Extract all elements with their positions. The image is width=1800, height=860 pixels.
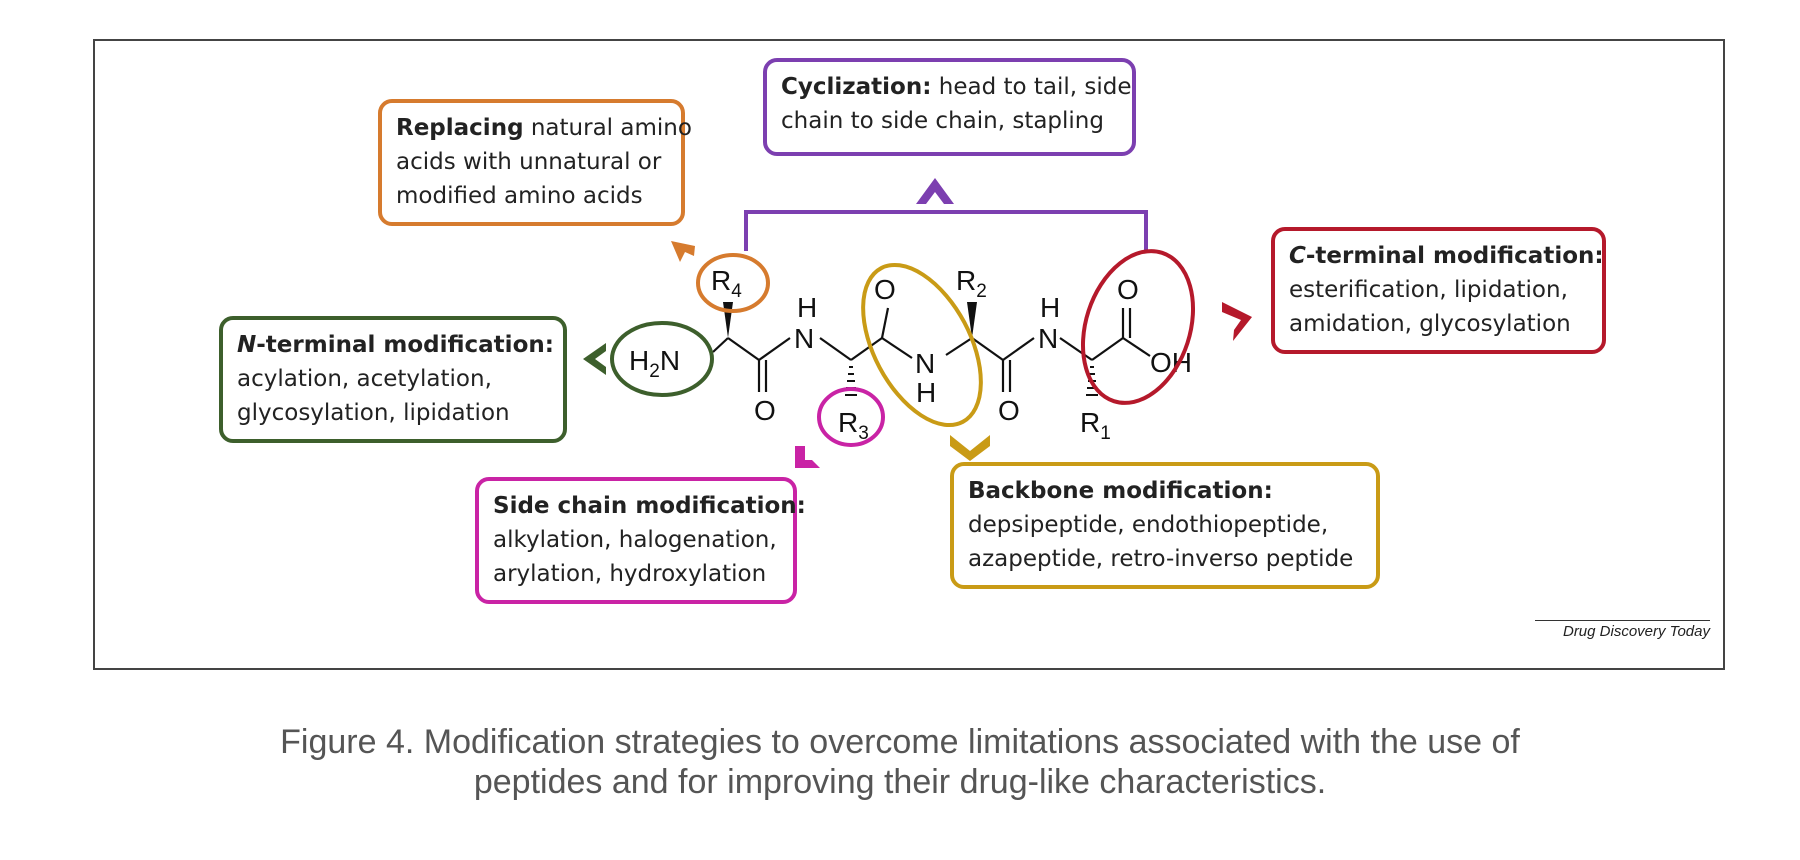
source-credit: Drug Discovery Today (1535, 620, 1710, 640)
c-terminal-highlight (1080, 249, 1196, 405)
c-terminal-box: C-terminal modification: esterification,… (1271, 227, 1606, 354)
backbone-box: Backbone modification: depsipeptide, end… (950, 462, 1380, 589)
label-n3: N (1038, 323, 1058, 354)
side-chain-line2: alkylation, halogenation, (493, 527, 777, 553)
cyclization-line2: chain to side chain, stapling (781, 108, 1104, 134)
label-r4-sub: 4 (731, 281, 742, 302)
label-h2n: H2N (629, 345, 680, 382)
wedge-bond-r2 (967, 302, 977, 338)
replacing-line2: acids with unnatural or (396, 149, 662, 175)
figure-caption: Figure 4. Modification strategies to ove… (0, 722, 1800, 802)
replacing-line1: Replacing natural amino (396, 115, 692, 141)
n-terminal-line2: acylation, acetylation, (237, 366, 492, 392)
cyclization-bracket (744, 210, 1148, 251)
c-terminal-line1: C-terminal modification: (1289, 243, 1604, 269)
chevron-downleft-icon (795, 446, 820, 468)
replacing-line3: modified amino acids (396, 183, 643, 209)
label-o2: O (874, 274, 896, 305)
label-o4: O (1117, 274, 1139, 305)
backbone-line2: depsipeptide, endothiopeptide, (968, 512, 1329, 538)
label-o3: O (998, 395, 1020, 426)
label-r4: R4 (711, 265, 742, 302)
c-terminal-line3: amidation, glycosylation (1289, 311, 1571, 337)
label-h1: H (797, 292, 817, 323)
chevron-up-icon (916, 178, 954, 204)
caption-line2: peptides and for improving their drug-li… (473, 763, 1327, 801)
backbone-line1: Backbone modification: (968, 478, 1273, 504)
side-chain-highlight (817, 387, 885, 447)
c-terminal-line2: esterification, lipidation, (1289, 277, 1568, 303)
replacing-highlight (696, 253, 770, 313)
wedge-bond-r4 (723, 302, 733, 338)
backbone-bonds (712, 307, 1151, 392)
n-terminal-box: N-terminal modification: acylation, acet… (219, 316, 567, 443)
cyclization-line1: Cyclization: head to tail, side (781, 74, 1132, 100)
chevron-upleft-icon (671, 241, 695, 262)
replacing-box: Replacing natural amino acids with unnat… (378, 99, 692, 226)
backbone-highlight (861, 262, 983, 428)
chevron-down-icon (950, 435, 990, 461)
chevron-right-icon (1222, 302, 1252, 341)
label-h2: H (916, 377, 936, 408)
n-terminal-line3: glycosylation, lipidation (237, 400, 510, 426)
label-r3: R3 (838, 407, 869, 444)
side-chain-line3: arylation, hydroxylation (493, 561, 767, 587)
n-terminal-line1: N-terminal modification: (237, 332, 554, 358)
label-n2: N (915, 348, 935, 379)
label-h3: H (1040, 292, 1060, 323)
n-terminal-highlight (610, 321, 714, 397)
label-r1: R1 (1080, 407, 1111, 444)
label-r2: R2 (956, 265, 987, 302)
chevron-left-icon (583, 343, 606, 375)
label-o1: O (754, 395, 776, 426)
side-chain-box: Side chain modification: alkylation, hal… (475, 477, 806, 604)
side-chain-line1: Side chain modification: (493, 493, 806, 519)
backbone-line3: azapeptide, retro-inverso peptide (968, 546, 1354, 572)
caption-line1: Figure 4. Modification strategies to ove… (280, 723, 1520, 761)
cyclization-box: Cyclization: head to tail, side chain to… (763, 58, 1136, 156)
label-n1: N (794, 323, 814, 354)
